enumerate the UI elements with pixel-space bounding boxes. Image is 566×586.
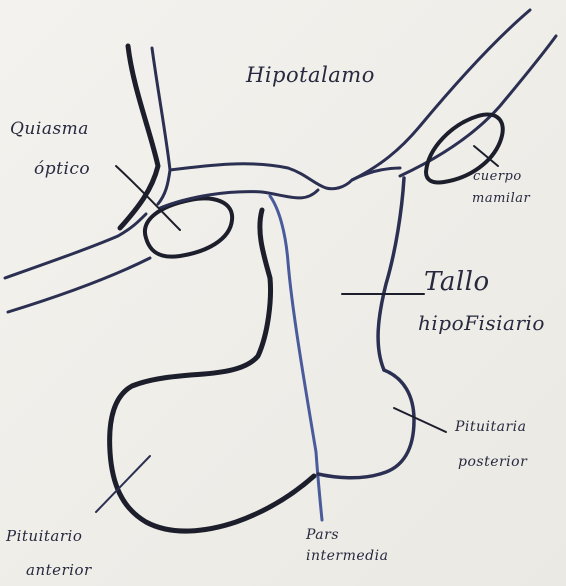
posterior-pituitary-outline <box>318 370 414 478</box>
label-pituitario-anterior-line1: Pituitario <box>6 528 82 545</box>
pointer-pituitaria-posterior <box>394 408 446 432</box>
label-cuerpo-mamilar-line1: cuerpo <box>473 170 522 184</box>
pituitary-stalk <box>270 178 404 520</box>
optic-nerve <box>120 46 170 228</box>
optic-tract-lower-edge <box>8 258 150 312</box>
hypothalamus-lower-line <box>160 190 318 208</box>
anterior-pituitary <box>110 210 314 531</box>
label-pituitaria-posterior-line1: Pituitaria <box>455 420 527 435</box>
label-pituitaria-posterior-line2: posterior <box>458 455 527 470</box>
stalk-right-edge <box>378 178 404 370</box>
hypothalamus-floor <box>160 164 400 208</box>
hypothalamus-base-line <box>170 164 400 189</box>
label-hipotalamo: Hipotalamo <box>246 64 375 87</box>
label-quiasma-line2: óptico <box>34 160 90 179</box>
label-cuerpo-mamilar-line2: mamilar <box>472 192 530 206</box>
upper-right-tract-inner <box>400 36 556 176</box>
stalk-left-edge <box>270 196 322 520</box>
label-tallo-line1: Tallo <box>424 268 490 297</box>
label-quiasma-line1: Quiasma <box>10 120 89 139</box>
optic-tract <box>5 214 150 312</box>
label-pars-intermedia-line2: intermedia <box>306 549 388 564</box>
posterior-pituitary <box>318 370 414 478</box>
label-tallo-line2: hipoFisiario <box>418 312 545 334</box>
anterior-pituitary-outline <box>110 210 314 531</box>
label-pars-intermedia-line1: Pars <box>306 528 339 543</box>
upper-right-tract <box>352 10 556 180</box>
label-pituitario-anterior-line2: anterior <box>26 562 92 579</box>
